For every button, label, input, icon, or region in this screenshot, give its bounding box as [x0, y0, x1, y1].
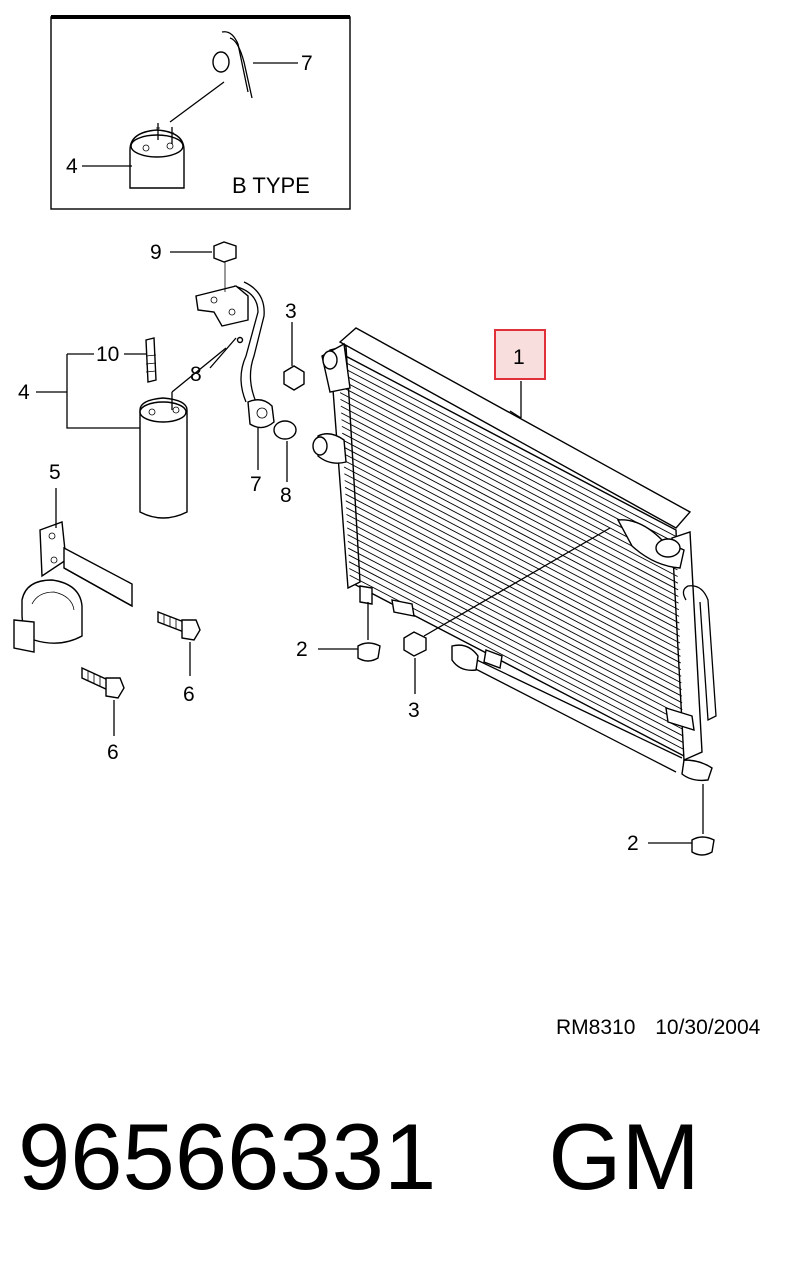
receiver-drier [139, 337, 227, 519]
grommet-left [357, 602, 381, 662]
inset-title: B TYPE [232, 173, 310, 198]
condenser-fin [339, 378, 678, 557]
condenser-fin [348, 547, 684, 724]
brand-name: GM [548, 1104, 700, 1209]
callout-8-right: 8 [280, 484, 292, 507]
callout-2-left: 2 [296, 638, 308, 661]
condenser-fin [345, 493, 682, 670]
condenser-fin [348, 554, 684, 730]
inset-b-type: B TYPE 7 4 [50, 15, 351, 210]
condenser-fin [341, 419, 679, 597]
parts-diagram: B TYPE 7 4 [13, 15, 717, 856]
callout-2-right: 2 [627, 832, 639, 855]
condenser [312, 327, 717, 782]
condenser-fin [339, 392, 678, 571]
condenser-fin [345, 500, 682, 677]
callout-5: 5 [49, 461, 61, 484]
callout-6-upper: 6 [183, 683, 195, 706]
callout-7-inset: 7 [301, 52, 313, 75]
callout-9: 9 [150, 241, 162, 264]
condenser-fin [340, 398, 678, 577]
callout-10: 10 [96, 343, 119, 366]
condenser-fin [338, 358, 677, 538]
reference-line: RM8310 10/30/2004 [556, 1016, 760, 1040]
pipe-assembly [195, 241, 305, 440]
grommet-right [691, 784, 715, 856]
condenser-fin [344, 480, 681, 657]
condenser-fin [342, 446, 680, 624]
callout-1-highlight [494, 329, 546, 380]
condenser-fin [342, 432, 680, 611]
condenser-fin [339, 385, 678, 564]
condenser-fin [343, 459, 680, 637]
condenser-fins [338, 358, 684, 750]
condenser-fin [348, 561, 684, 737]
callout-4-inset: 4 [66, 155, 78, 178]
callout-1: 1 [513, 346, 525, 369]
condenser-fin [349, 568, 684, 744]
condenser-fin [347, 534, 683, 710]
condenser-fin [340, 412, 679, 591]
condenser-fin [341, 426, 679, 604]
callout-3-top: 3 [285, 300, 297, 323]
callout-6-lower: 6 [107, 741, 119, 764]
condenser-fin [344, 473, 681, 651]
condenser-fin [342, 439, 680, 617]
bracket [13, 521, 133, 653]
condenser-fin [344, 486, 681, 664]
bolt-upper [157, 610, 201, 676]
callout-3-bottom: 3 [408, 699, 420, 722]
callout-7: 7 [250, 473, 262, 496]
condenser-fin [346, 513, 682, 690]
condenser-fin [338, 365, 677, 544]
condenser-fin [343, 466, 681, 644]
condenser-fin [345, 507, 682, 684]
condenser-fin [347, 541, 683, 717]
callout-4: 4 [18, 381, 30, 404]
part-number: 96566331 [18, 1104, 437, 1209]
inset-pipe [169, 31, 253, 123]
condenser-fin [346, 520, 683, 697]
condenser-fin [346, 527, 683, 704]
inset-receiver-drier [129, 123, 185, 189]
reference-date: 10/30/2004 [655, 1016, 761, 1039]
footer: 96566331 GM [18, 1110, 700, 1204]
nut-lower [403, 527, 611, 694]
callout-8-left: 8 [190, 363, 202, 386]
condenser-fin [340, 405, 679, 584]
condenser-fin [343, 453, 680, 631]
reference-code: RM8310 [556, 1016, 636, 1039]
bolt-lower [81, 666, 125, 736]
